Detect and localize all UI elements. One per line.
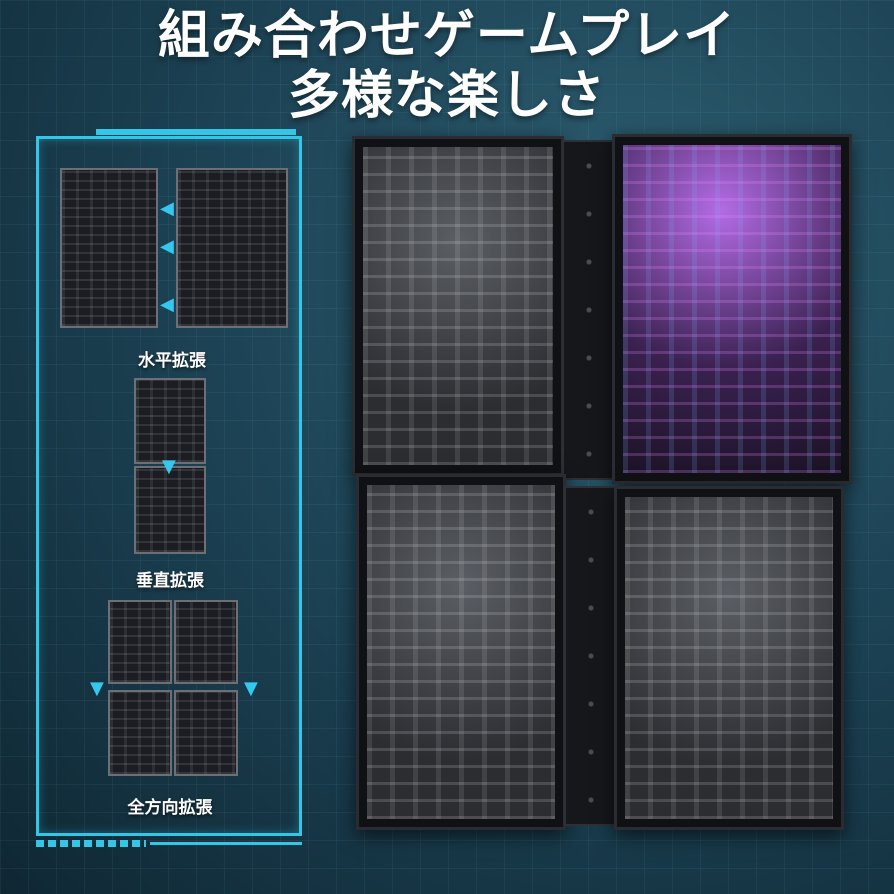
arrow-left-icon: ◀	[160, 294, 174, 315]
cabinet-top-left	[352, 136, 564, 476]
mini-cabinet	[60, 168, 158, 328]
arrow-down-icon: ▼	[162, 456, 176, 477]
city-scene	[367, 485, 555, 819]
expansion-panel	[36, 136, 302, 836]
arrow-left-icon: ◀	[160, 198, 174, 219]
connector-rail	[562, 140, 616, 480]
mini-cabinet	[108, 690, 172, 776]
cabinet-bottom-left	[356, 474, 566, 830]
connector-rail	[564, 486, 618, 826]
cabinet-top-right-lit	[612, 134, 852, 484]
option-label-horizontal: 水平拡張	[138, 351, 206, 371]
panel-bottom-line	[150, 842, 302, 845]
city-scene	[625, 497, 833, 819]
arrow-left-icon: ◀	[160, 236, 174, 257]
arrow-down-icon: ▼	[244, 678, 258, 699]
panel-bottom-accent	[36, 840, 146, 847]
mini-cabinet	[174, 600, 238, 684]
cabinet-bottom-right	[614, 486, 844, 830]
mini-cabinet	[134, 378, 206, 464]
mini-cabinet	[134, 466, 206, 554]
arrow-down-icon: ▼	[90, 678, 104, 699]
panel-top-accent	[96, 129, 296, 135]
option-label-omnidirectional: 全方向拡張	[127, 798, 213, 818]
lit-city-scene	[623, 145, 841, 473]
option-label-vertical: 垂直拡張	[136, 571, 204, 591]
mini-cabinet	[176, 168, 288, 328]
headline-line-2: 多様な楽しさ	[287, 66, 606, 126]
city-scene	[363, 147, 553, 465]
mini-cabinet	[108, 600, 172, 684]
mini-cabinet	[174, 690, 238, 776]
headline: 組み合わせゲームプレイ 多様な楽しさ	[0, 6, 894, 126]
headline-line-1: 組み合わせゲームプレイ	[157, 6, 737, 66]
